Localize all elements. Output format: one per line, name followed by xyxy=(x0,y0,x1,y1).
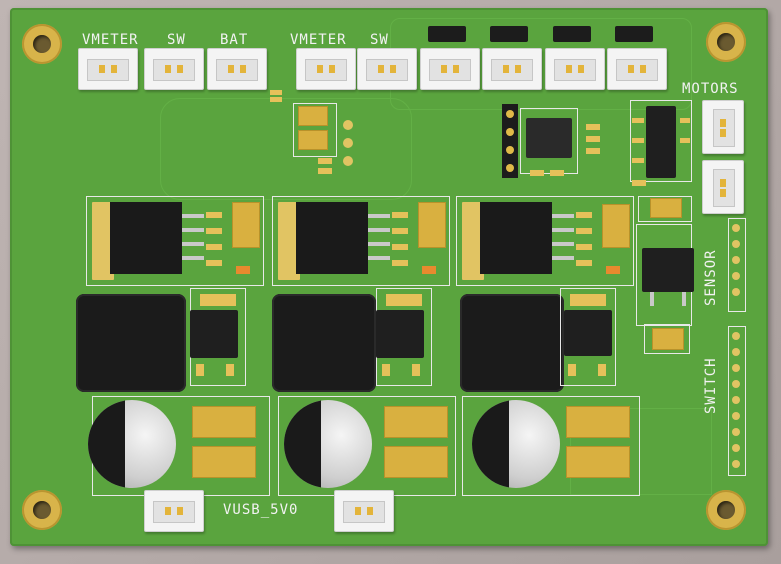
smd-resistor xyxy=(586,148,600,154)
smd-resistor xyxy=(270,90,282,95)
converter-1-electrolytic-cap xyxy=(88,400,176,488)
pin-header-4 xyxy=(502,104,518,178)
jst-connector-servo-3 xyxy=(545,48,605,90)
jst-connector-sw-2 xyxy=(357,48,417,90)
jst-connector-vmeter-1 xyxy=(78,48,138,90)
label-bat: BAT xyxy=(220,32,249,48)
jst-connector-vmeter-2 xyxy=(296,48,356,90)
trace-outline xyxy=(160,98,412,200)
converter-3-mosfet xyxy=(480,202,552,274)
sensor-header-outline xyxy=(728,218,746,312)
converter-1-outline xyxy=(86,196,264,286)
test-pad xyxy=(343,156,353,166)
jst-connector-motor-1 xyxy=(702,100,744,154)
soic-motor-driver-ic xyxy=(646,106,676,178)
label-sensor: SENSOR xyxy=(703,249,719,306)
converter-3-electrolytic-cap xyxy=(472,400,560,488)
connector-black-cap xyxy=(490,26,528,42)
converter-1-diode xyxy=(190,310,238,358)
pcb-board: VMETER SW BAT VMETER SW MOTORS SENSOR SW… xyxy=(10,8,768,546)
mounting-hole-bottom-right xyxy=(706,490,746,530)
component-outline xyxy=(630,100,692,182)
converter-3-outline xyxy=(456,196,634,286)
component-outline xyxy=(644,324,690,354)
jst-connector-servo-1 xyxy=(420,48,480,90)
jst-connector-motor-2 xyxy=(702,160,744,214)
connector-black-cap xyxy=(428,26,466,42)
test-pad xyxy=(343,120,353,130)
smd-resistor xyxy=(318,168,332,174)
jst-connector-bottom-1 xyxy=(144,490,204,532)
smd-resistor xyxy=(632,158,644,163)
converter-3-inductor xyxy=(460,294,564,392)
jst-connector-servo-2 xyxy=(482,48,542,90)
smd-resistor xyxy=(632,138,644,143)
smd-resistor xyxy=(586,136,600,142)
converter-3-diode xyxy=(564,310,612,356)
label-switch: SWITCH xyxy=(703,357,719,414)
jst-connector-sw-1 xyxy=(144,48,204,90)
label-vmeter-2: VMETER xyxy=(290,32,347,48)
converter-2-diode xyxy=(376,310,424,358)
converter-1-tantalum xyxy=(232,202,260,248)
label-vusb-5v0: VUSB_5V0 xyxy=(223,502,299,518)
voltage-regulator-dpak xyxy=(642,248,694,292)
component-outline xyxy=(520,108,578,174)
label-sw-1: SW xyxy=(167,32,186,48)
component-outline xyxy=(638,196,692,222)
jst-connector-servo-4 xyxy=(607,48,667,90)
smd-resistor xyxy=(530,170,544,176)
converter-2-electrolytic-cap xyxy=(284,400,372,488)
switch-header-outline xyxy=(728,326,746,476)
converter-2-inductor xyxy=(272,294,376,392)
smd-resistor xyxy=(270,97,282,102)
component-outline xyxy=(560,288,616,386)
tantalum-capacitor xyxy=(298,130,328,150)
smd-resistor xyxy=(632,118,644,123)
converter-2-mosfet xyxy=(296,202,368,274)
connector-black-cap xyxy=(553,26,591,42)
smd-resistor xyxy=(680,138,690,143)
test-pad xyxy=(343,138,353,148)
label-motors: MOTORS xyxy=(682,81,739,97)
converter-3-tantalum xyxy=(602,204,630,248)
converter-2-tantalum xyxy=(418,202,446,248)
ssop-driver-ic xyxy=(526,118,572,158)
tantalum-capacitor xyxy=(650,198,682,218)
jst-connector-bat xyxy=(207,48,267,90)
mounting-hole-top-right xyxy=(706,22,746,62)
label-sw-2: SW xyxy=(370,32,389,48)
mounting-hole-bottom-left xyxy=(22,490,62,530)
label-vmeter-1: VMETER xyxy=(82,32,139,48)
component-outline xyxy=(293,103,337,157)
jst-connector-vusb xyxy=(334,490,394,532)
mounting-hole-top-left xyxy=(22,24,62,64)
smd-resistor xyxy=(680,118,690,123)
smd-resistor xyxy=(318,158,332,164)
converter-2-outline xyxy=(272,196,450,286)
tantalum-capacitor xyxy=(652,328,684,350)
smd-resistor xyxy=(632,180,646,186)
smd-resistor xyxy=(586,124,600,130)
converter-1-mosfet xyxy=(110,202,182,274)
smd-resistor xyxy=(550,170,564,176)
tantalum-capacitor xyxy=(298,106,328,126)
connector-black-cap xyxy=(615,26,653,42)
component-outline xyxy=(462,396,640,496)
converter-1-inductor xyxy=(76,294,186,392)
